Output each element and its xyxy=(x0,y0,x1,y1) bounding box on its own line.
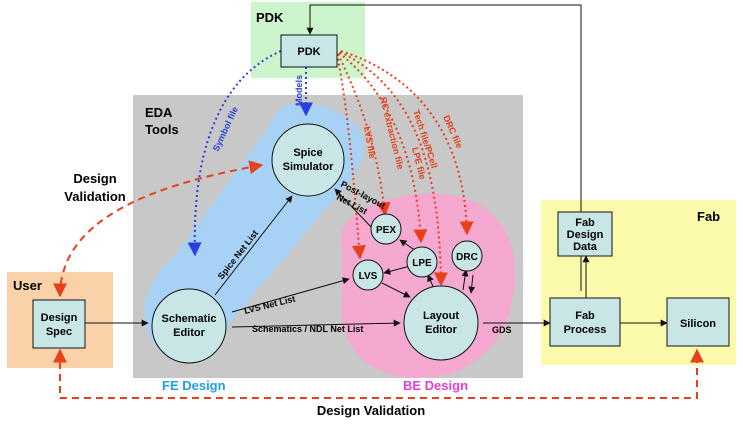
fab-design-data-label-3: Data xyxy=(573,241,598,253)
design-validation-top-label-1: Design xyxy=(73,171,116,186)
pex-node: PEX xyxy=(370,213,402,245)
spice-simulator-node: Spice Simulator xyxy=(271,123,345,197)
lvs-to-layout-arrow xyxy=(381,282,411,298)
layout-editor-label-1: Layout xyxy=(423,310,459,322)
lvs-node: LVS xyxy=(352,259,384,291)
lpe-file-arrow xyxy=(338,52,428,244)
schematic-editor-label-2: Editor xyxy=(173,327,205,339)
pdk-box: PDK xyxy=(280,34,338,68)
eda-tools-label-2: Tools xyxy=(145,122,179,137)
lvs-file-arrow xyxy=(336,53,366,260)
layout-to-drc-arrow xyxy=(461,269,469,291)
gds-label: GDS xyxy=(492,325,512,335)
rc-extraction-file-arrow xyxy=(337,53,391,217)
be-design-label: BE Design xyxy=(403,378,468,393)
fab-process-label-1: Fab xyxy=(575,310,595,322)
spice-simulator-label-1: Spice xyxy=(293,147,322,159)
schematic-editor-label-1: Schematic xyxy=(161,313,216,325)
fab-design-data-label-1: Fab xyxy=(575,217,595,229)
drc-label: DRC xyxy=(456,252,478,263)
layout-editor-node: Layout Editor xyxy=(403,285,479,361)
fab-process-label-2: Process xyxy=(564,324,607,336)
schematic-editor-node: Schematic Editor xyxy=(151,288,227,364)
fab-region-label: Fab xyxy=(697,209,720,224)
design-validation-bottom-label: Design Validation xyxy=(317,403,425,418)
models-label: Models xyxy=(294,75,304,106)
pdk-region-label: PDK xyxy=(256,10,284,25)
lpe-node: LPE xyxy=(406,246,438,278)
lpe-label: LPE xyxy=(412,258,432,269)
eda-tools-label-1: EDA xyxy=(145,105,173,120)
drc-node: DRC xyxy=(451,240,483,272)
lvs-label: LVS xyxy=(359,271,378,282)
fab-feedback-line xyxy=(306,4,582,291)
lpe-to-lvs-arrow xyxy=(383,265,411,275)
design-spec-box: Design Spec xyxy=(32,299,86,349)
design-validation-bottom-arrow xyxy=(53,348,704,399)
spice-simulator-label-2: Simulator xyxy=(283,161,334,173)
silicon-label: Silicon xyxy=(680,318,716,330)
schematics-ndl-label: Schematics / NDL Net List xyxy=(252,324,363,334)
design-spec-label-1: Design xyxy=(41,312,78,324)
design-validation-top-arrow xyxy=(53,160,264,298)
fab-design-data-label-2: Design xyxy=(567,229,604,241)
fab-process-box: Fab Process xyxy=(549,297,621,347)
layout-editor-label-2: Editor xyxy=(425,324,457,336)
design-spec-label-2: Spec xyxy=(46,326,72,338)
pex-to-spice-arrow xyxy=(334,188,373,229)
fab-design-data-box: Fab Design Data xyxy=(557,211,613,257)
silicon-box: Silicon xyxy=(666,297,730,347)
schematic-to-layout-arrow xyxy=(231,319,401,328)
drc-file-arrow xyxy=(340,50,474,236)
pex-label: PEX xyxy=(376,225,396,236)
drc-to-layout-arrow xyxy=(468,274,476,294)
schematic-to-lvs-arrow xyxy=(231,277,350,313)
fe-design-label: FE Design xyxy=(162,378,226,393)
pdk-box-label: PDK xyxy=(297,46,320,58)
design-validation-top-label-2: Validation xyxy=(64,189,125,204)
user-region-label: User xyxy=(13,278,42,293)
